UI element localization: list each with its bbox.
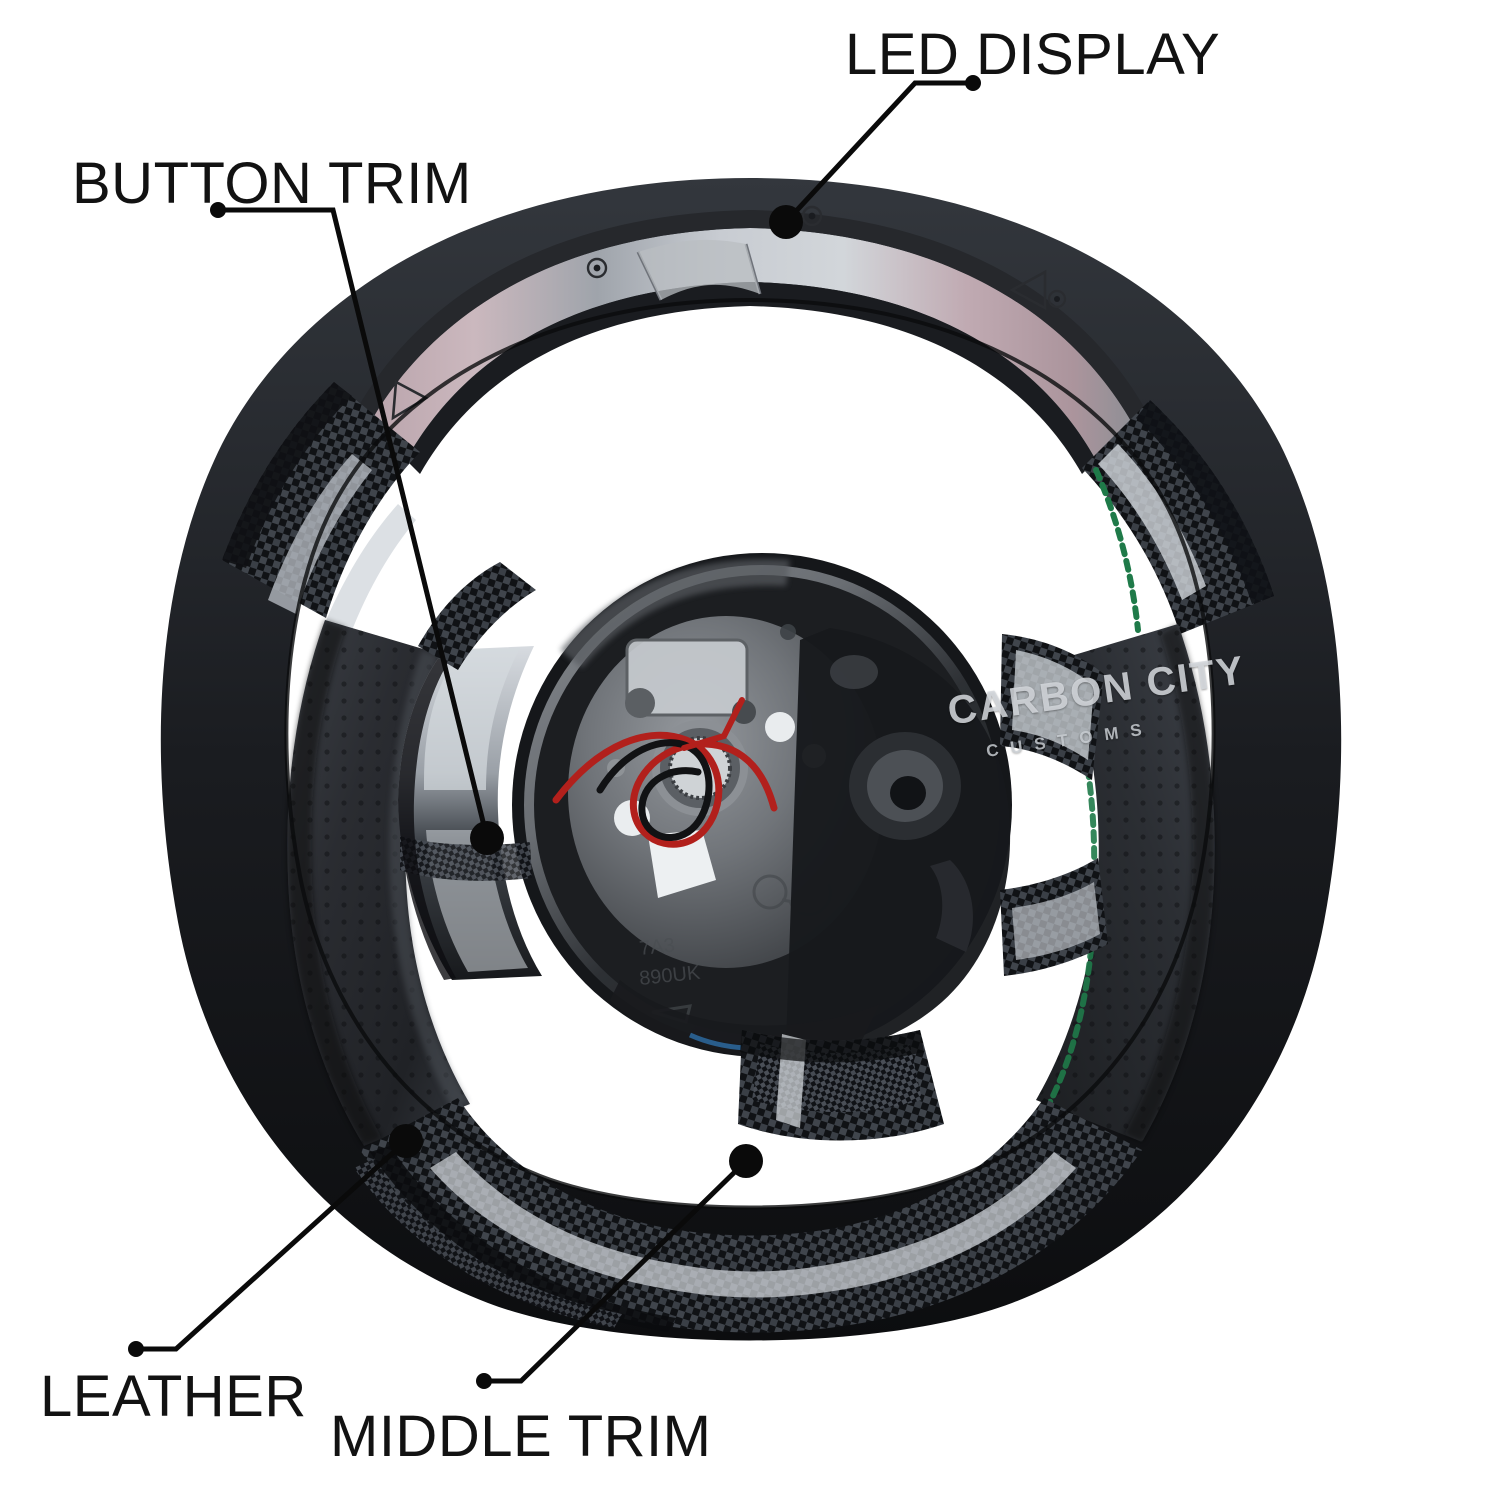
circle-button-icon[interactable] — [801, 205, 823, 227]
left-upper-carbon-panel — [222, 382, 420, 652]
right-spoke-carbon — [1000, 634, 1108, 976]
hub-wiring — [552, 697, 778, 848]
triangle-button-icon[interactable] — [1009, 269, 1047, 311]
leader-led-display — [769, 75, 981, 239]
leader-button-trim — [210, 202, 504, 855]
right-upper-carbon-panel — [1082, 400, 1274, 634]
button-trim-panel — [398, 562, 542, 980]
callout-leader-lines — [128, 75, 981, 1389]
middle-trim-panel — [738, 1030, 944, 1141]
circle-button-icon[interactable] — [1047, 289, 1067, 309]
callout-label-led-display: LED DISPLAY — [845, 22, 1221, 87]
svg-text:7A3: 7A3 — [638, 934, 676, 960]
right-leather-grip — [949, 467, 1215, 1237]
callout-label-button-trim: BUTTON TRIM — [72, 151, 472, 216]
led-display-strip — [352, 210, 1150, 474]
leader-middle-trim — [476, 1144, 763, 1389]
callout-label-middle-trim: MIDDLE TRIM — [330, 1404, 712, 1469]
circle-button-icon[interactable] — [586, 257, 608, 279]
leader-leather — [128, 1124, 423, 1357]
callout-label-leather: LEATHER — [40, 1364, 307, 1429]
center-hub-assembly: 7A3 890UK — [512, 553, 1012, 1057]
